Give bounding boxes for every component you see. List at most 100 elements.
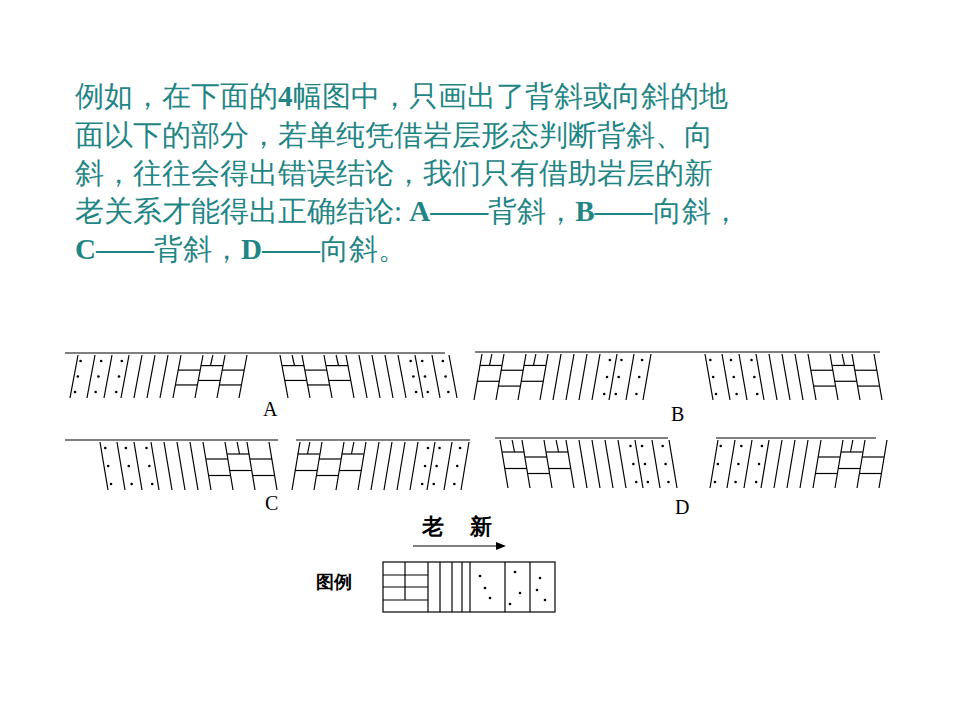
age-label: 老 [422,516,444,538]
brick-joint [858,385,880,386]
bedding-plane [566,440,574,488]
sand-dot [664,463,667,466]
sand-dot [735,393,738,396]
brick-joint [521,381,543,382]
ground-surface [475,351,880,352]
bedding-plane [518,354,526,400]
strata-group [65,352,887,612]
bedding-plane [474,354,482,400]
bedding-plane [461,442,469,490]
brick-joint [862,456,884,457]
sand-dot [717,463,720,466]
sand-dot [719,445,722,448]
legend-brick [404,587,405,600]
bedding-plane [879,440,887,488]
sand-dot [635,481,638,484]
sand-dot [709,359,712,362]
sand-dot [412,375,415,378]
brick-joint [480,365,502,366]
brick-joint [549,468,571,469]
sand-dot [130,483,133,486]
bedding-plane [769,354,777,400]
bedding-plane [540,354,548,400]
brick-joint [351,442,353,454]
brick-joint [316,475,338,476]
bedding-plane [566,354,574,400]
brick-joint [295,470,317,471]
brick-joint [250,458,272,459]
brick-joint [209,475,231,476]
bedding-plane [195,355,203,398]
bedding-plane [449,355,457,398]
sand-dot [641,445,644,448]
bedding-plane [553,354,561,400]
sand-dot [509,603,512,606]
sand-dot [732,376,735,379]
bedding-plane [643,354,651,400]
sand-dot [740,445,743,448]
brick-joint [528,473,550,474]
sand-dot [79,360,82,363]
sand-dot [453,483,456,486]
bedding-plane [358,442,366,490]
legend-brick [404,562,405,575]
emphasis-run: D—— [241,233,320,265]
brick-joint [814,385,836,386]
bedding-plane [800,440,808,488]
brick-joint [285,380,307,381]
bedding-plane [164,442,172,490]
sand-dot [438,447,441,450]
sand-dot [110,483,113,486]
sand-dot [606,376,609,379]
bedding-plane [592,440,600,488]
bedding-plane [190,442,198,490]
sand-dot [435,465,438,468]
sand-dot [756,393,759,396]
bedding-plane [444,442,452,490]
brick-joint [230,470,252,471]
legend-line [451,562,452,612]
brick-joint [512,440,514,452]
bedding-plane [415,355,423,398]
sand-dot [74,391,77,394]
brick-joint [201,365,223,366]
bedding-plane [177,442,185,490]
brick-joint [815,473,837,474]
ground-surface [65,439,278,440]
bedding-plane [247,442,255,490]
brick-joint [222,370,244,371]
panel-letter: B [671,404,684,424]
brick-joint [282,365,304,366]
bedding-plane [432,355,440,398]
bedding-plane [384,442,392,490]
sand-dot [421,360,424,363]
sand-dot [424,375,427,378]
bedding-plane [292,442,300,490]
sand-dot [447,391,450,394]
bedding-plane [160,355,168,398]
brick-joint [832,365,854,366]
sand-dot [715,393,718,396]
brick-joint [319,458,341,459]
sand-dot [753,376,756,379]
bedding-plane [652,440,660,488]
brick-joint [237,442,239,454]
bedding-plane [496,354,504,400]
text-run: 向斜。 [320,233,407,265]
brick-joint [206,458,228,459]
age-label: 新 [470,516,492,538]
legend-box [383,562,555,612]
bedding-plane [739,354,747,400]
bedding-plane [795,354,803,400]
sand-dot [758,463,761,466]
sand-dot [125,447,128,450]
brick-joint [533,354,535,365]
sand-dot [115,391,118,394]
bedding-plane [314,442,322,490]
sand-dot [750,359,753,362]
bedding-plane [104,355,112,398]
brick-joint [524,365,546,366]
bedding-plane [151,442,159,490]
sand-dot [484,587,487,590]
bedding-plane [87,355,95,398]
